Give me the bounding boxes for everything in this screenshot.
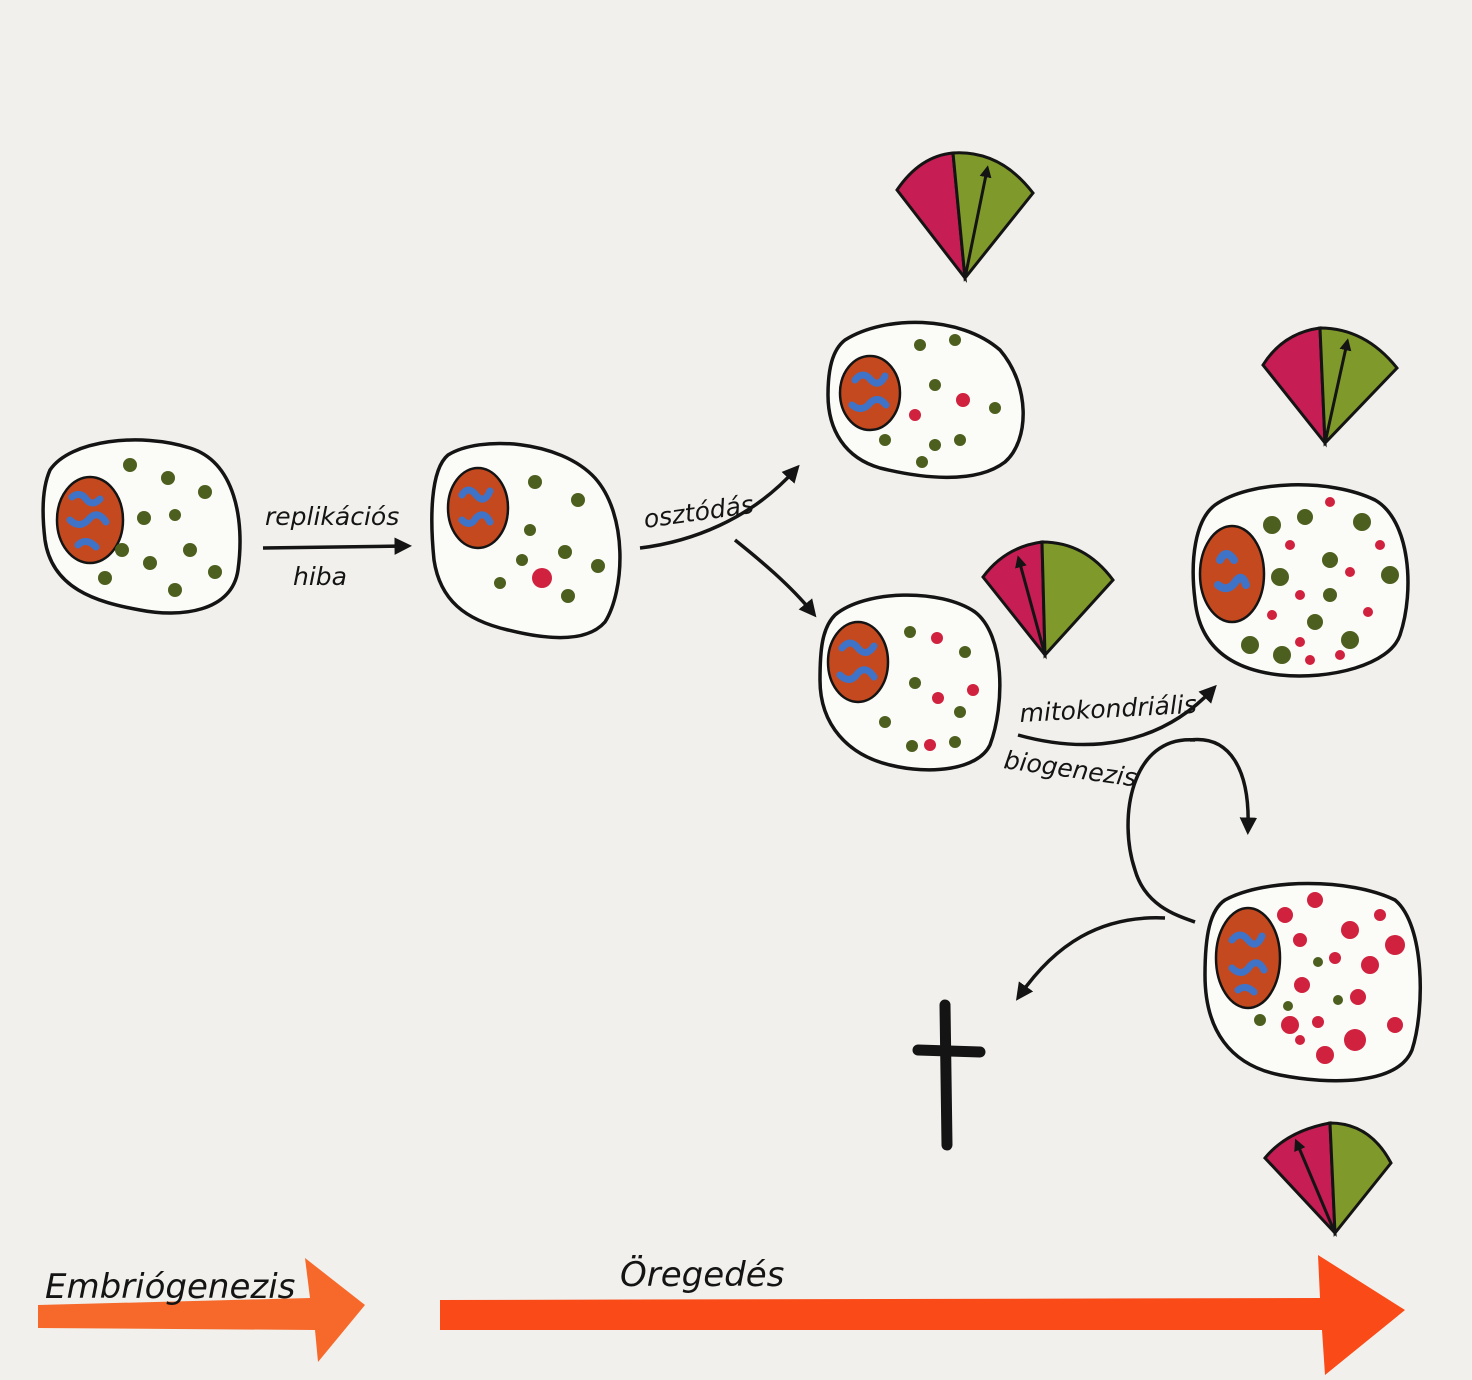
nucleus	[57, 477, 123, 563]
label-division: osztódás	[642, 490, 756, 534]
label-biogenesis-2: biogenezis	[1002, 745, 1138, 792]
nucleus	[828, 622, 888, 702]
mutant-mitochondrion	[532, 568, 552, 588]
label-aging: Öregedés	[620, 1254, 784, 1295]
label-replication-1: replikációs	[265, 502, 399, 531]
cell-single-mutant	[432, 443, 620, 637]
ratio-gauge-icon	[897, 153, 1033, 278]
label-embryogenesis: Embriógenezis	[45, 1267, 295, 1307]
cell-healthy	[43, 440, 240, 613]
arrow-loop-to-aged-cell	[1128, 740, 1248, 922]
cell-daughter-high-mutant	[820, 595, 1000, 770]
cell-daughter-low-mutant	[828, 322, 1023, 477]
ratio-gauge-icon	[983, 542, 1113, 655]
arrow-division: osztódás	[640, 470, 812, 612]
ratio-gauge-icon	[1263, 328, 1397, 443]
cell-aged-mutant-dominant	[1205, 884, 1420, 1081]
label-replication-2: hiba	[293, 562, 347, 591]
arrow-replication-error: replikációs hiba	[263, 502, 405, 591]
nucleus	[1216, 908, 1280, 1008]
ratio-gauge-icon	[1265, 1123, 1391, 1233]
cell-after-biogenesis	[1193, 485, 1408, 676]
nucleus	[1200, 526, 1264, 622]
arrow-to-cell-death	[1020, 918, 1165, 995]
embryogenesis-arrow: Embriógenezis	[38, 1258, 365, 1362]
nucleus	[840, 356, 900, 430]
nucleus	[448, 468, 508, 548]
aging-arrow: Öregedés	[440, 1254, 1405, 1375]
cross-icon	[918, 1005, 980, 1145]
